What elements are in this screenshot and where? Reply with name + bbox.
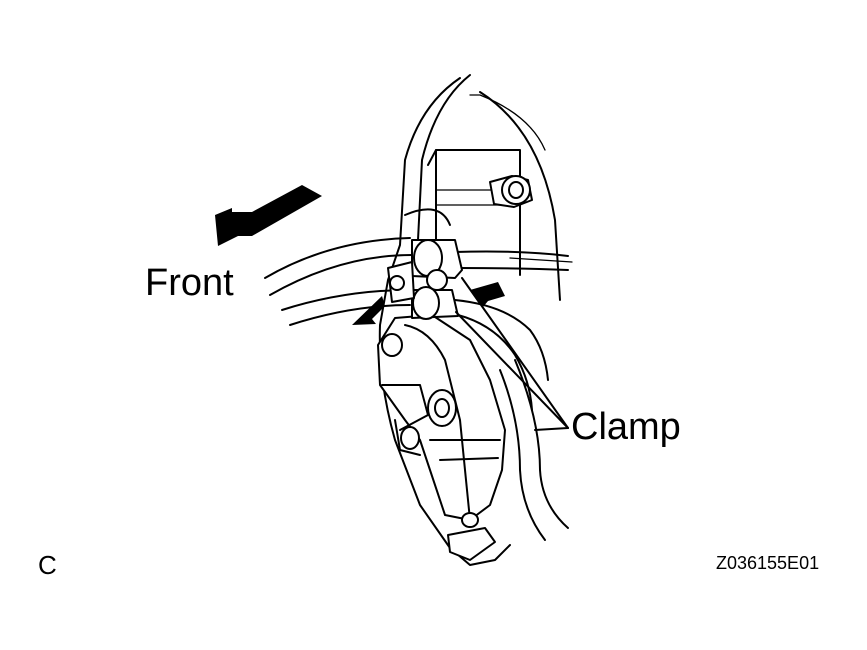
pointer-arrow-left bbox=[352, 296, 385, 325]
pointer-arrows bbox=[352, 282, 505, 325]
housing-outline bbox=[378, 74, 561, 566]
figure-code: Z036155E01 bbox=[716, 553, 820, 573]
front-direction-arrow bbox=[215, 185, 322, 246]
view-letter: C bbox=[38, 550, 57, 580]
bolt bbox=[489, 175, 533, 208]
clamp-assembly bbox=[387, 239, 463, 320]
mount-bracket bbox=[377, 314, 506, 561]
pointer-arrow-right bbox=[470, 282, 505, 307]
clamp-leader-lines bbox=[455, 277, 569, 431]
clamp-label: Clamp bbox=[571, 406, 681, 448]
front-label: Front bbox=[145, 262, 234, 304]
